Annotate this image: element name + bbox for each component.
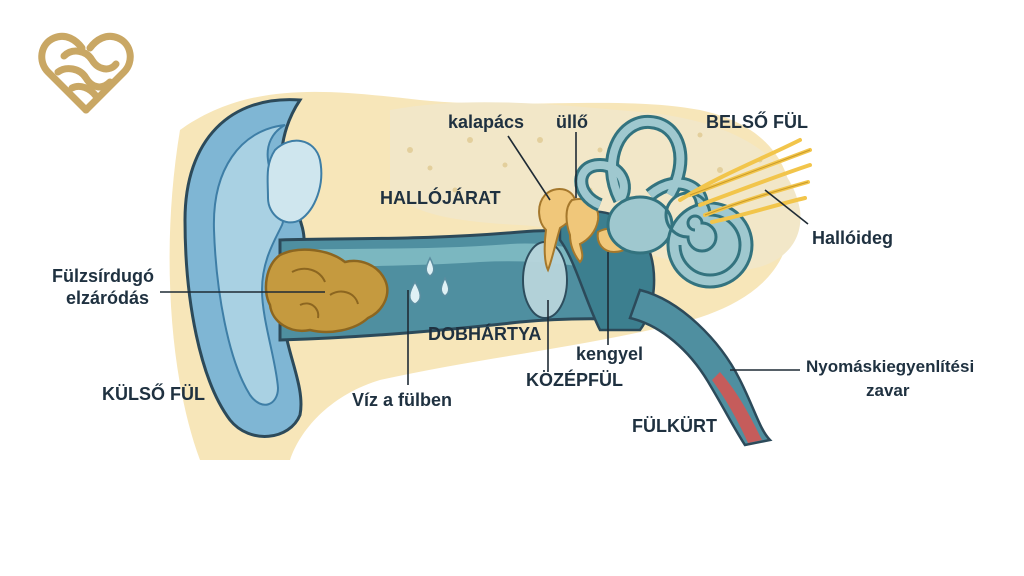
label-elzarodas: elzáródás	[66, 288, 149, 308]
label-dobhartya: DOBHÁRTYA	[428, 323, 541, 344]
label-viz-a-fulben: Víz a fülben	[352, 390, 452, 410]
label-halloideg: Hallóideg	[812, 228, 893, 248]
label-kengyel: kengyel	[576, 344, 643, 364]
label-fulzsirdugo: Fülzsírdugó	[52, 266, 154, 286]
label-ullo: üllő	[556, 112, 588, 132]
label-fulkurt: FÜLKÜRT	[632, 416, 717, 436]
label-belso-ful: BELSŐ FÜL	[706, 111, 808, 132]
label-kulso-ful: KÜLSŐ FÜL	[102, 383, 205, 404]
label-kozepful: KÖZÉPFÜL	[526, 369, 623, 390]
label-kalapacs: kalapács	[448, 112, 524, 132]
vestibule	[608, 197, 672, 253]
label-zavar: zavar	[866, 381, 910, 400]
label-nyomaskiegyenlitesi: Nyomáskiegyenlítési	[806, 357, 974, 376]
label-hallojarat: HALLÓJÁRAT	[380, 187, 501, 208]
